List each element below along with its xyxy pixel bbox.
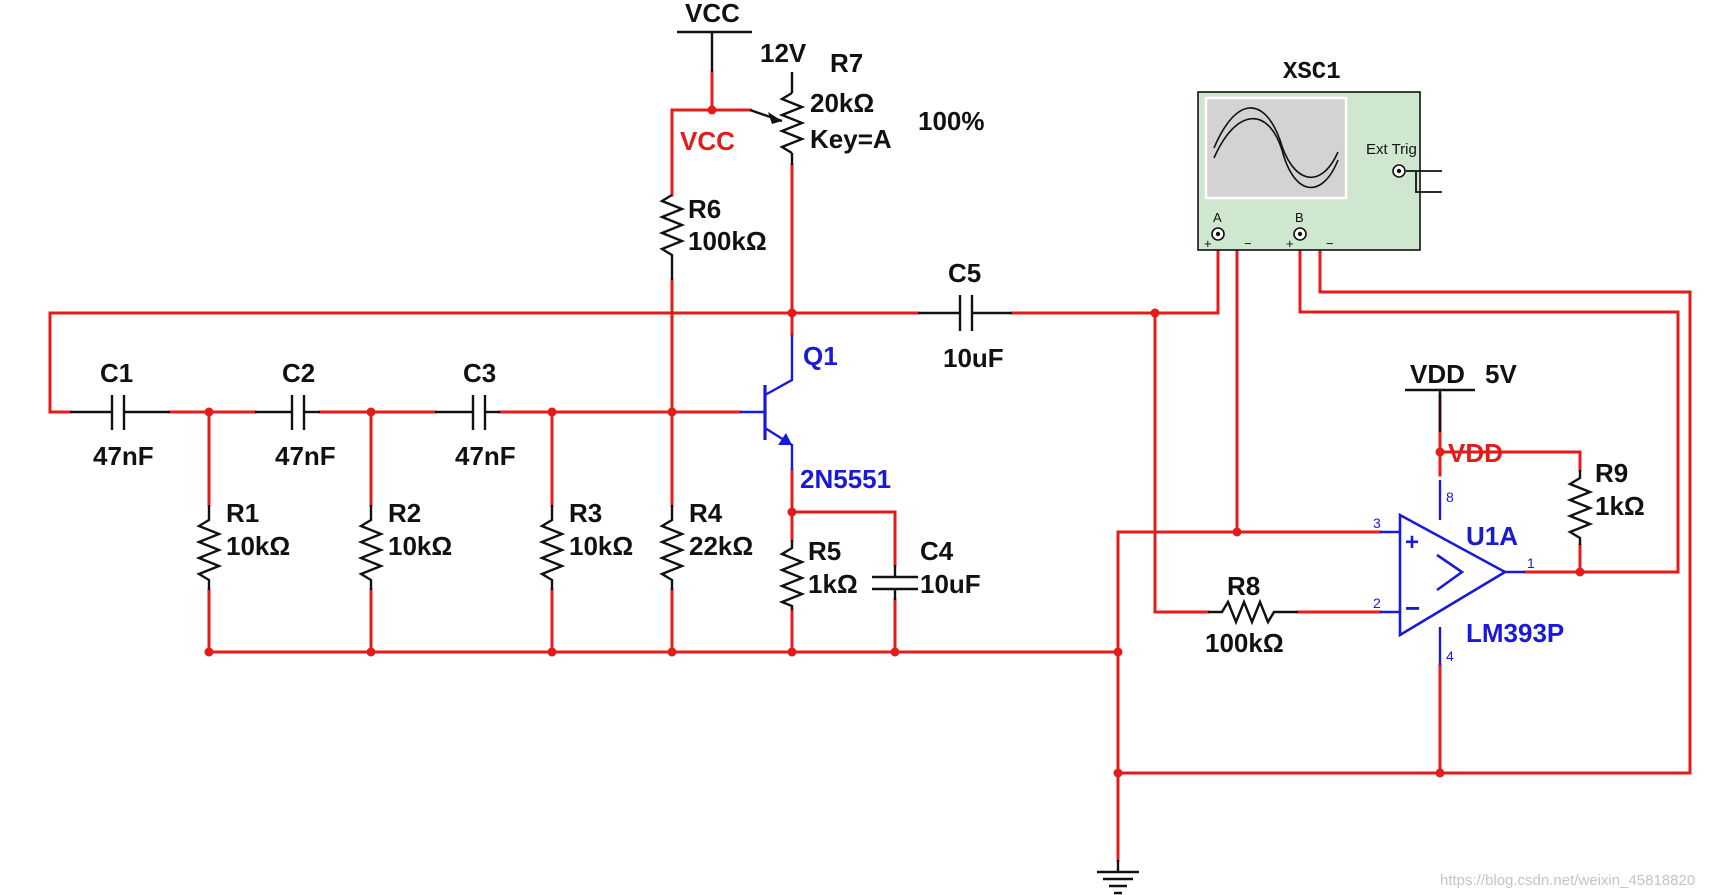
r1-resistor[interactable]: R1 10kΩ: [195, 498, 290, 590]
r7-setting: 100%: [918, 106, 985, 136]
oscilloscope-xsc1[interactable]: XSC1 Ext Trig A B + − + −: [1197, 59, 1442, 251]
vdd-supply[interactable]: VDD 5V VDD: [1405, 359, 1517, 468]
r8-value: 100kΩ: [1205, 628, 1284, 658]
scope-screen: [1204, 96, 1348, 200]
r1-value: 10kΩ: [226, 531, 290, 561]
u1a-comparator[interactable]: + − 3 2 1 8 4 U1A LM393P: [1373, 480, 1564, 665]
r9-value: 1kΩ: [1595, 491, 1645, 521]
scope-b-minus: −: [1326, 236, 1334, 251]
r2-resistor[interactable]: R2 10kΩ: [357, 498, 452, 590]
c2-name: C2: [282, 358, 315, 388]
r8-resistor[interactable]: R8 100kΩ: [1205, 571, 1298, 658]
u1a-pin-8: 8: [1446, 489, 1454, 505]
r5-resistor[interactable]: R5 1kΩ: [778, 536, 858, 610]
r7-key: Key=A: [810, 124, 892, 154]
c1-value: 47nF: [93, 441, 154, 471]
c4-name: C4: [920, 536, 954, 566]
c4-value: 10uF: [920, 569, 981, 599]
scope-a-plus: +: [1204, 236, 1212, 251]
c4-capacitor[interactable]: C4 10uF: [872, 536, 981, 600]
r8-name: R8: [1227, 571, 1260, 601]
u1a-pin-1: 1: [1527, 555, 1535, 571]
r7-name: R7: [830, 48, 863, 78]
c3-capacitor[interactable]: C3 47nF: [435, 358, 516, 471]
q1-name: Q1: [803, 341, 838, 371]
q1-transistor[interactable]: Q1 2N5551: [740, 335, 891, 494]
vdd-net-label: VDD: [1448, 438, 1503, 468]
c2-value: 47nF: [275, 441, 336, 471]
scope-trace-a: [1213, 107, 1339, 179]
u1a-model: LM393P: [1466, 618, 1564, 648]
scope-name: XSC1: [1283, 59, 1341, 86]
r7-voltage: 12V: [760, 38, 807, 68]
scope-channel-a-label: A: [1213, 210, 1222, 225]
u1a-plus-sign: +: [1405, 529, 1419, 556]
c5-name: C5: [948, 258, 981, 288]
scope-channel-b-label: B: [1295, 210, 1304, 225]
scope-channel-a-terminal[interactable]: [1211, 227, 1225, 241]
scope-ext-trig-terminal[interactable]: [1392, 164, 1442, 193]
c3-value: 47nF: [455, 441, 516, 471]
vcc-top-label: VCC: [685, 0, 740, 28]
vcc-net-label: VCC: [680, 126, 735, 156]
r6-value: 100kΩ: [688, 226, 767, 256]
c1-name: C1: [100, 358, 133, 388]
r2-name: R2: [388, 498, 421, 528]
r1-name: R1: [226, 498, 259, 528]
scope-channel-b-terminal[interactable]: [1293, 227, 1307, 241]
r3-name: R3: [569, 498, 602, 528]
u1a-pin-4: 4: [1446, 648, 1454, 664]
scope-ext-trig-label: Ext Trig: [1366, 141, 1417, 158]
c5-capacitor[interactable]: C5 10uF: [918, 258, 1012, 373]
r9-resistor[interactable]: R9 1kΩ: [1566, 458, 1645, 545]
scope-a-minus: −: [1244, 236, 1252, 251]
vcc-supply[interactable]: VCC VCC: [677, 0, 752, 156]
c3-name: C3: [463, 358, 496, 388]
watermark: https://blog.csdn.net/weixin_45818820: [1440, 872, 1695, 889]
c2-capacitor[interactable]: C2 47nF: [255, 358, 336, 471]
u1a-pin-2: 2: [1373, 595, 1381, 611]
r4-value: 22kΩ: [689, 531, 753, 561]
r3-value: 10kΩ: [569, 531, 633, 561]
r3-resistor[interactable]: R3 10kΩ: [538, 498, 633, 590]
u1a-pin-3: 3: [1373, 515, 1381, 531]
r6-resistor[interactable]: R6 100kΩ: [658, 193, 767, 280]
vdd-voltage: 5V: [1485, 359, 1517, 389]
c1-capacitor[interactable]: C1 47nF: [70, 358, 170, 471]
r9-name: R9: [1595, 458, 1628, 488]
wires: [48, 70, 1692, 862]
r6-name: R6: [688, 194, 721, 224]
r4-name: R4: [689, 498, 723, 528]
r5-name: R5: [808, 536, 841, 566]
scope-trace-b: [1213, 117, 1339, 189]
r5-value: 1kΩ: [808, 569, 858, 599]
q1-model: 2N5551: [800, 464, 891, 494]
r4-resistor[interactable]: R4 22kΩ: [658, 498, 753, 590]
vdd-label: VDD: [1410, 359, 1465, 389]
ground-symbol: [1097, 860, 1139, 895]
r7-value: 20kΩ: [810, 88, 874, 118]
r2-value: 10kΩ: [388, 531, 452, 561]
u1a-name: U1A: [1466, 521, 1518, 551]
u1a-minus-sign: −: [1405, 593, 1420, 623]
junction-dots: [204, 105, 1585, 778]
scope-b-plus: +: [1286, 236, 1294, 251]
c5-value: 10uF: [943, 343, 1004, 373]
r7-potentiometer[interactable]: 12V R7 20kΩ Key=A 100%: [749, 38, 985, 165]
